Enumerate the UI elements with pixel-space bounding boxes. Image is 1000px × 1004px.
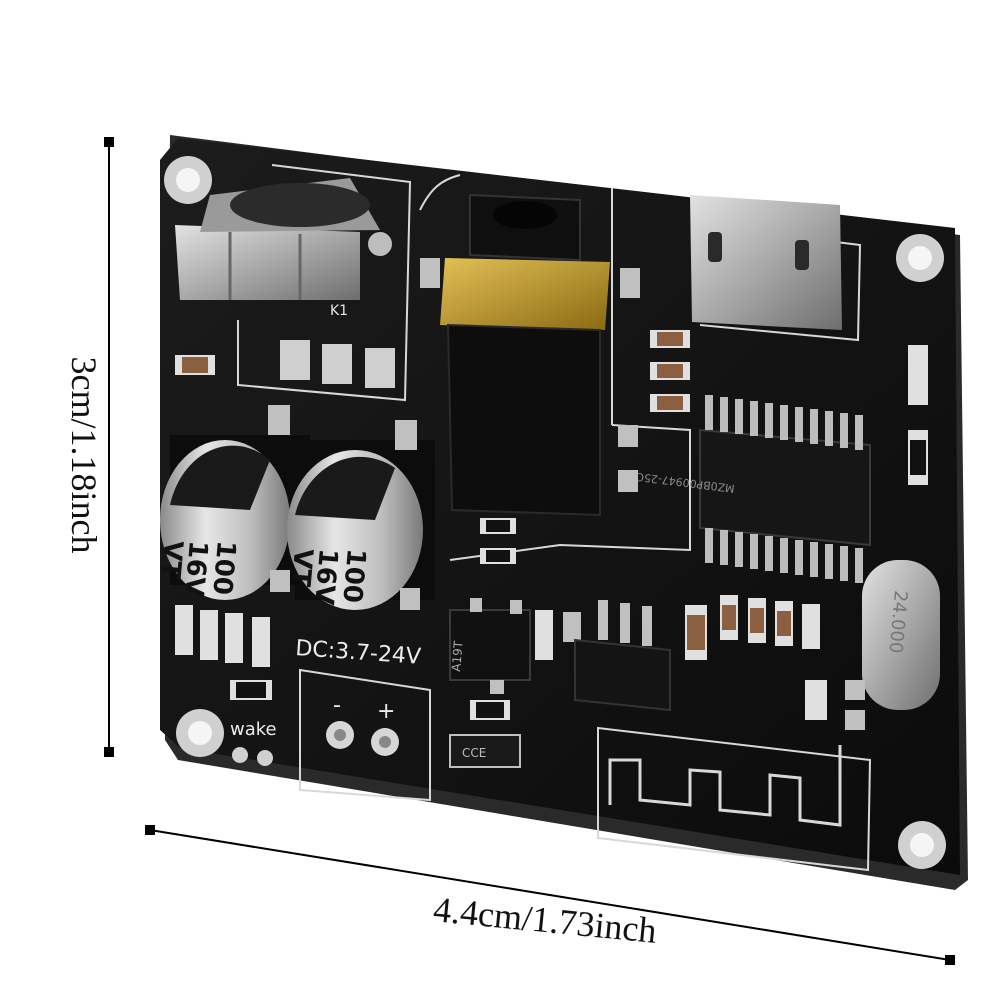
mounting-hole-bottom-right bbox=[898, 821, 946, 869]
height-dimension-line bbox=[104, 137, 114, 757]
cap-left-voltage: 16V bbox=[178, 539, 213, 598]
smd-components bbox=[175, 330, 928, 730]
micro-usb-port bbox=[690, 195, 842, 330]
plus-label: + bbox=[377, 699, 395, 724]
ir-receiver bbox=[175, 178, 392, 300]
eight-pin-chip bbox=[574, 600, 671, 712]
transistor bbox=[449, 598, 531, 694]
k1-label: K1 bbox=[330, 303, 348, 319]
bluetooth-chip bbox=[699, 395, 871, 583]
mounting-hole-bottom-left bbox=[176, 709, 224, 757]
audio-jack bbox=[420, 193, 640, 517]
crystal-oscillator bbox=[862, 560, 940, 710]
capacitor-right bbox=[287, 440, 435, 610]
minus-label: - bbox=[333, 693, 341, 718]
height-dimension-label: 3cm/1.18inch bbox=[64, 356, 104, 554]
cap-left-value: 100 bbox=[206, 539, 241, 596]
power-terminals bbox=[232, 721, 399, 766]
cap-right-voltage: 16V bbox=[308, 547, 343, 606]
transistor-marking: A19T bbox=[449, 640, 466, 673]
wake-label: wake bbox=[230, 719, 277, 740]
cap-right-value: 100 bbox=[336, 547, 371, 604]
mounting-hole-top-left bbox=[164, 156, 212, 204]
cap-left-series: VT bbox=[155, 539, 188, 580]
antenna-trace bbox=[608, 745, 842, 827]
mounting-hole-top-right bbox=[896, 234, 944, 282]
diode-marking: CCE bbox=[462, 746, 486, 760]
diode bbox=[449, 734, 521, 768]
k1-pads bbox=[280, 340, 395, 388]
capacitor-left bbox=[160, 435, 310, 600]
cap-right-series: VT bbox=[285, 547, 318, 588]
width-dimension-line bbox=[145, 825, 955, 965]
